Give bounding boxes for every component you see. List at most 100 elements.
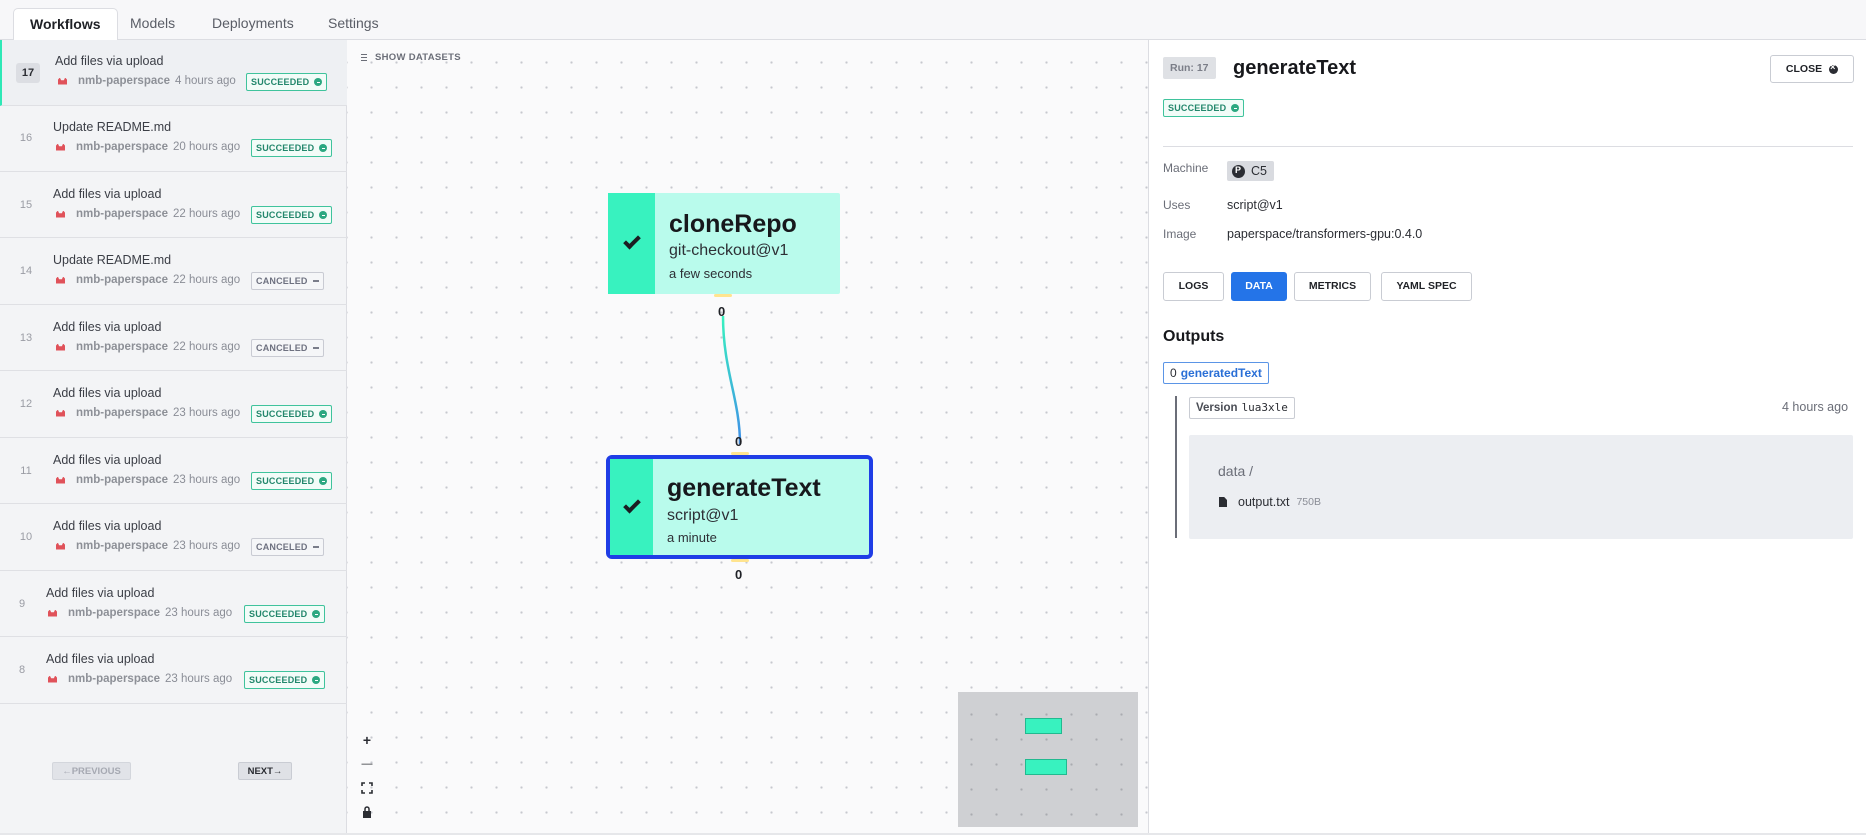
next-page-button[interactable]: NEXT→ [238,762,292,780]
workflow-graph-canvas[interactable]: SHOW DATASETS cloneRepo git-checkout@v1 … [347,40,1148,835]
lock-icon [363,806,371,818]
data-button[interactable]: DATA [1231,272,1287,301]
run-title: Add files via upload [53,519,162,533]
gitlab-icon [47,608,58,619]
status-badge: SUCCEEDED [251,405,333,423]
run-meta: nmb-paperspace 23 hours ago [55,474,240,486]
run-time: 23 hours ago [173,474,241,486]
zoom-out-button[interactable]: — [361,758,373,770]
tab-models[interactable]: Models [130,15,176,31]
image-value: paperspace/transformers-gpu:0.4.0 [1227,227,1423,241]
status-badge: CANCELED [251,538,324,556]
node-status-strip [608,193,655,294]
run-title: Update README.md [53,253,172,267]
run-title: Add files via upload [53,187,162,201]
run-time: 4 hours ago [175,75,236,87]
minimap-node [1025,718,1062,734]
uses-label: Uses [1163,198,1191,212]
run-item-15[interactable]: 15 Add files via upload nmb-paperspace 2… [0,172,347,238]
run-user: nmb-paperspace [76,341,169,353]
zoom-in-button[interactable]: + [362,732,372,748]
run-list-sidebar: 17 Add files via upload nmb-paperspace 4… [0,40,347,835]
node-duration: a few seconds [669,266,753,281]
run-title: Add files via upload [53,453,162,467]
run-title: Add files via upload [53,386,162,400]
canceled-icon [312,546,319,548]
output-port[interactable] [731,559,749,562]
outputs-heading: Outputs [1163,328,1225,345]
fit-view-button[interactable] [357,778,377,798]
run-user: nmb-paperspace [76,540,169,552]
check-icon [622,495,641,514]
previous-page-button[interactable]: ←PREVIOUS [52,762,131,780]
file-browser: data / output.txt 750B [1189,435,1853,539]
run-item-16[interactable]: 16 Update README.md nmb-paperspace 20 ho… [0,106,347,172]
input-port[interactable] [731,452,749,455]
gitlab-icon [57,76,68,87]
run-item-8[interactable]: 8 Add files via upload nmb-paperspace 23… [0,638,347,704]
minimap[interactable] [958,692,1138,827]
success-icon [312,610,321,618]
logs-button[interactable]: LOGS [1163,272,1224,301]
status-badge: SUCCEEDED [251,206,333,224]
run-meta: nmb-paperspace 23 hours ago [55,407,240,419]
run-item-11[interactable]: 11 Add files via upload nmb-paperspace 2… [0,438,347,504]
success-icon [319,477,328,485]
node-duration: a minute [667,530,717,545]
node-generatetext[interactable]: generateText script@v1 a minute [606,455,873,559]
run-time: 23 hours ago [173,540,241,552]
horizontal-scrollbar[interactable] [0,833,1866,835]
status-badge: SUCCEEDED [244,605,326,623]
dataset-icon [361,54,367,61]
close-button[interactable]: CLOSE [1770,55,1854,83]
fit-view-icon [361,782,373,794]
run-time: 22 hours ago [173,208,241,220]
output-port[interactable] [714,294,732,297]
run-user: nmb-paperspace [78,75,171,87]
run-meta: nmb-paperspace 22 hours ago [55,274,240,286]
run-item-13[interactable]: 13 Add files via upload nmb-paperspace 2… [0,305,347,371]
tab-workflows[interactable]: Workflows [13,8,118,41]
run-title: Update README.md [53,120,172,134]
edge-layer [721,315,742,445]
run-item-14[interactable]: 14 Update README.md nmb-paperspace 22 ho… [0,239,347,305]
node-details-panel: Run: 17 generateText CLOSE SUCCEEDED Mac… [1148,40,1866,835]
node-status-strip [610,459,653,555]
success-icon [312,676,321,684]
run-user: nmb-paperspace [76,274,169,286]
status-badge: SUCCEEDED [1163,99,1245,117]
run-meta: nmb-paperspace 23 hours ago [47,607,232,619]
tab-deployments[interactable]: Deployments [212,15,294,31]
run-time: 23 hours ago [165,673,233,685]
path-breadcrumb[interactable]: data / [1218,463,1254,479]
top-tab-bar: Workflows Models Deployments Settings [0,0,1866,41]
file-icon [1219,497,1227,507]
node-clonerepo[interactable]: cloneRepo git-checkout@v1 a few seconds [608,193,840,294]
tab-settings[interactable]: Settings [328,15,379,31]
gitlab-icon [55,342,66,353]
run-number: 12 [19,398,33,410]
run-time: 22 hours ago [173,341,241,353]
panel-title: generateText [1233,57,1357,79]
run-number: 10 [19,531,33,543]
node-uses: git-checkout@v1 [669,242,789,259]
run-meta: nmb-paperspace 22 hours ago [55,208,240,220]
run-user: nmb-paperspace [76,474,169,486]
metrics-button[interactable]: METRICS [1294,272,1371,301]
gitlab-icon [47,674,58,685]
yaml-spec-button[interactable]: YAML SPEC [1381,272,1472,301]
run-item-9[interactable]: 9 Add files via upload nmb-paperspace 23… [0,571,347,637]
status-badge: SUCCEEDED [251,472,333,490]
run-item-17[interactable]: 17 Add files via upload nmb-paperspace 4… [0,40,347,106]
node-name: generateText [667,474,821,502]
run-item-10[interactable]: 10 Add files via upload nmb-paperspace 2… [0,505,347,571]
lock-button[interactable] [357,802,377,822]
run-number-chip: Run: 17 [1163,57,1216,79]
show-datasets-toggle[interactable]: SHOW DATASETS [361,52,461,63]
run-item-12[interactable]: 12 Add files via upload nmb-paperspace 2… [0,372,347,438]
paperspace-icon [1232,164,1245,178]
file-item[interactable]: output.txt 750B [1219,495,1321,509]
run-user: nmb-paperspace [76,208,169,220]
